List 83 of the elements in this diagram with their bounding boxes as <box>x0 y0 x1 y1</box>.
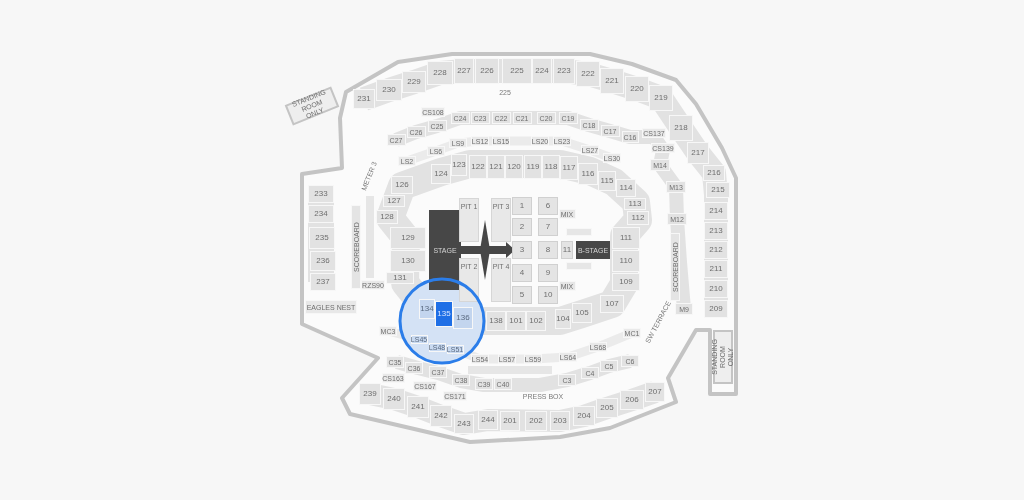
seating-section: 207 <box>645 382 665 402</box>
seating-section: 105 <box>572 303 592 323</box>
seating-section: 138 <box>486 311 506 331</box>
seating-section: 223 <box>553 58 575 84</box>
seating-section: 224 <box>532 58 552 84</box>
seating-section: 118 <box>542 155 560 179</box>
seating-section: 213 <box>704 222 728 240</box>
selected-section: 135 <box>435 301 453 327</box>
seating-section: 120 <box>505 155 523 179</box>
seating-section: 228 <box>427 61 453 85</box>
seating-section: 225 <box>502 58 532 84</box>
seating-section: 212 <box>704 241 728 259</box>
floor-section: 4 <box>512 264 532 282</box>
seating-section: 244 <box>478 410 498 430</box>
seating-section: 242 <box>430 405 452 427</box>
seating-section: 117 <box>560 156 578 180</box>
seating-section: 239 <box>359 383 381 405</box>
seating-section: 111 <box>612 227 640 249</box>
seating-section: 201 <box>500 411 520 431</box>
seating-section: 109 <box>612 273 640 291</box>
seating-section: 131 <box>386 272 414 284</box>
seating-section: 219 <box>649 85 673 111</box>
seating-section: 235 <box>309 227 335 249</box>
seating-section: 123 <box>451 154 467 176</box>
seating-section: 217 <box>687 142 709 164</box>
seating-section: 206 <box>620 390 644 410</box>
floor-section: 7 <box>538 218 558 236</box>
seating-section: 116 <box>578 163 598 185</box>
seating-section: 202 <box>525 411 547 431</box>
seating-section: 234 <box>308 205 334 223</box>
seating-section: 210 <box>704 280 728 298</box>
seating-section: 107 <box>600 295 624 313</box>
seating-section: 243 <box>454 414 474 434</box>
seating-section: 221 <box>600 68 624 94</box>
seating-section: 126 <box>391 176 413 194</box>
seating-section: 205 <box>596 398 618 418</box>
seating-section: 128 <box>376 210 398 224</box>
seating-section: 203 <box>550 411 570 431</box>
seating-section: 204 <box>573 406 595 426</box>
seating-section: 220 <box>625 76 649 102</box>
seating-section: 136 <box>453 307 473 329</box>
floor-section: 8 <box>538 241 558 259</box>
seating-section: 101 <box>506 311 526 331</box>
floor-section: 1 <box>512 197 532 215</box>
floor-section: 9 <box>538 264 558 282</box>
seating-section: 211 <box>704 260 728 278</box>
seating-section: 240 <box>383 388 405 410</box>
seating-section: 218 <box>669 115 693 141</box>
seating-section: 216 <box>703 165 725 181</box>
seating-section: 129 <box>390 227 426 249</box>
seating-section: 130 <box>390 250 426 272</box>
floor-section: 6 <box>538 197 558 215</box>
seating-section: 230 <box>376 79 402 101</box>
seating-section: 231 <box>353 89 375 109</box>
seating-section: 115 <box>598 171 616 191</box>
seating-section: 229 <box>402 71 426 93</box>
seating-section: 222 <box>576 61 600 87</box>
floor-section: 2 <box>512 218 532 236</box>
seating-section: 124 <box>431 164 451 184</box>
seating-section: 122 <box>469 155 487 179</box>
seating-section: 110 <box>612 250 640 272</box>
seating-section: 104 <box>555 309 571 329</box>
seating-section: 112 <box>627 211 649 225</box>
seating-section: 102 <box>526 311 546 331</box>
floor-section: 3 <box>512 241 532 259</box>
seating-section: 227 <box>454 58 474 84</box>
seating-section: 119 <box>524 155 542 179</box>
seating-section: 113 <box>624 198 646 210</box>
floor-section: 5 <box>512 286 532 304</box>
seating-section: 236 <box>310 251 336 271</box>
seating-section: 237 <box>310 273 336 291</box>
seating-section: 121 <box>487 155 505 179</box>
seating-section: 134 <box>419 299 435 319</box>
seating-section: 241 <box>407 396 429 418</box>
seating-section: 209 <box>704 300 728 318</box>
seating-section: 127 <box>383 195 405 207</box>
floor-section: 11 <box>561 241 573 259</box>
seating-section: 214 <box>704 202 728 220</box>
floor-section: 10 <box>538 286 558 304</box>
seating-section: 233 <box>308 185 334 203</box>
seating-section: 226 <box>475 58 499 84</box>
seating-section: 114 <box>616 179 636 197</box>
seating-section: 215 <box>706 182 730 198</box>
